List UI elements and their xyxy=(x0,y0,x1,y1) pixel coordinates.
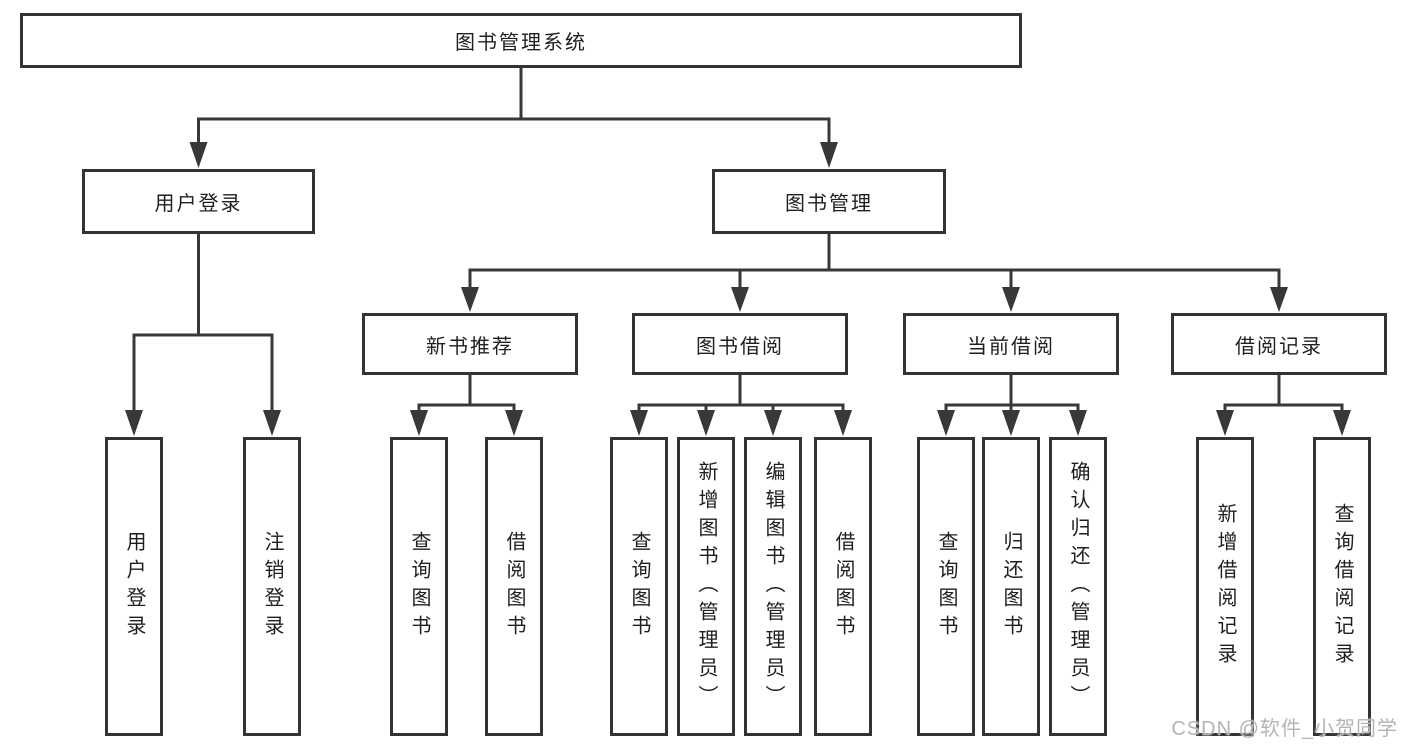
arrow-user-login xyxy=(189,142,208,168)
branch-book-management xyxy=(468,268,1281,289)
arrow-leaf-cb-return xyxy=(1002,410,1020,436)
node-current-borrow: 当前借阅 xyxy=(903,313,1119,375)
arrow-book-borrow xyxy=(731,287,749,312)
branch-book-borrow xyxy=(637,403,845,413)
arrow-leaf-logout xyxy=(263,410,281,436)
leaf-borrow-edit-books-admin: 编辑图书（管理员） xyxy=(744,437,802,736)
node-user-login: 用户登录 xyxy=(82,169,315,234)
node-label: 编辑图书（管理员） xyxy=(762,460,784,713)
node-label: 查询图书 xyxy=(628,530,650,643)
arrow-leaf-br-query xyxy=(1333,410,1351,436)
leaf-current-confirm-return-admin: 确认归还（管理员） xyxy=(1049,437,1107,736)
node-root: 图书管理系统 xyxy=(20,13,1022,68)
branch-borrow-records xyxy=(1223,403,1344,413)
arrow-new-book xyxy=(461,287,479,312)
node-new-book-recommend: 新书推荐 xyxy=(362,313,578,375)
branch-user-login xyxy=(132,333,274,413)
node-borrow-records: 借阅记录 xyxy=(1171,313,1387,375)
leaf-user-login: 用户登录 xyxy=(105,437,163,736)
leaf-borrow-add-books-admin: 新增图书（管理员） xyxy=(677,437,735,736)
node-label: 注销登录 xyxy=(261,530,283,643)
node-book-borrow: 图书借阅 xyxy=(632,313,848,375)
node-label: 用户登录 xyxy=(154,193,243,215)
leaf-borrow-query-books: 查询图书 xyxy=(610,437,668,736)
leaf-current-query-books: 查询图书 xyxy=(917,437,975,736)
node-label: 用户登录 xyxy=(123,530,145,643)
node-label: 借阅记录 xyxy=(1235,335,1323,358)
node-label: 查询图书 xyxy=(935,530,957,643)
node-label: 确认归还（管理员） xyxy=(1067,460,1089,713)
node-label: 当前借阅 xyxy=(967,335,1055,358)
branch-new-book xyxy=(417,403,516,413)
node-label: 图书管理系统 xyxy=(455,32,587,54)
leaf-logout: 注销登录 xyxy=(243,437,301,736)
arrow-leaf-nb-borrow xyxy=(505,410,523,436)
leaf-newbook-query-books: 查询图书 xyxy=(390,437,448,736)
node-label: 借阅图书 xyxy=(503,530,525,643)
branch-root xyxy=(197,117,831,145)
leaf-records-query-record: 查询借阅记录 xyxy=(1313,437,1371,736)
leaf-newbook-borrow-books: 借阅图书 xyxy=(485,437,543,736)
leaf-current-return-books: 归还图书 xyxy=(982,437,1040,736)
arrow-leaf-bb-add xyxy=(697,410,715,436)
arrow-current-borrow xyxy=(1002,287,1020,312)
csdn-watermark: CSDN @软件_小贺同学 xyxy=(1171,718,1398,740)
node-label: 借阅图书 xyxy=(832,530,854,643)
arrow-leaf-nb-query xyxy=(410,410,428,436)
arrow-leaf-br-add xyxy=(1216,410,1234,436)
node-label: 新增图书（管理员） xyxy=(695,460,717,713)
node-label: 图书借阅 xyxy=(696,335,784,358)
arrow-leaf-cb-query xyxy=(937,410,955,436)
arrow-book-management xyxy=(820,142,838,168)
branch-lines xyxy=(132,68,1344,413)
node-label: 新书推荐 xyxy=(426,335,514,358)
node-label: 图书管理 xyxy=(785,193,873,215)
arrow-leaf-bb-edit xyxy=(764,410,782,436)
node-label: 查询图书 xyxy=(408,530,430,643)
arrow-leaf-bb-borrow xyxy=(834,410,852,436)
leaf-borrow-borrow-books: 借阅图书 xyxy=(814,437,872,736)
node-label: 归还图书 xyxy=(1000,530,1022,643)
arrow-leaf-user-login xyxy=(125,410,143,436)
arrow-leaf-bb-query xyxy=(630,410,648,436)
node-book-management: 图书管理 xyxy=(712,169,946,234)
node-label: 查询借阅记录 xyxy=(1331,502,1353,671)
leaf-records-add-record: 新增借阅记录 xyxy=(1196,437,1254,736)
node-label: 新增借阅记录 xyxy=(1214,502,1236,671)
arrowheads xyxy=(125,142,1351,436)
arrow-borrow-records xyxy=(1270,287,1288,312)
arrow-leaf-cb-confirm xyxy=(1069,410,1087,436)
